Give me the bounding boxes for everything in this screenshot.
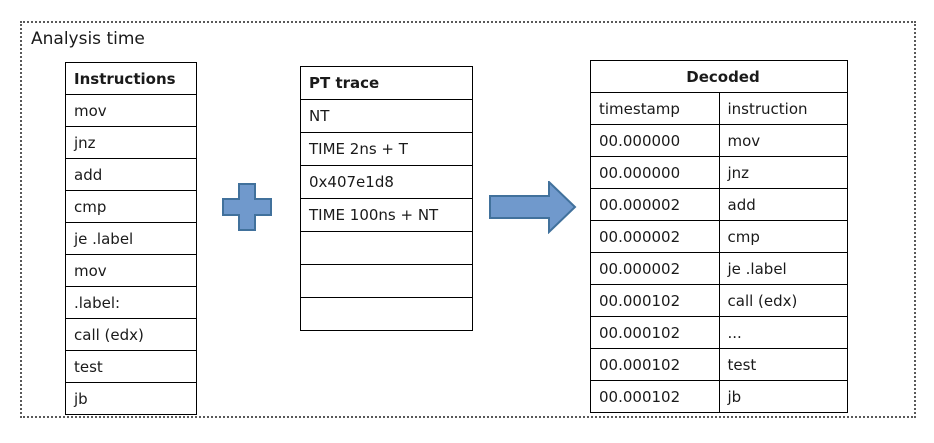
decoded-instruction-cell: test [718,348,848,381]
instruction-cell: mov [65,94,197,127]
instruction-cell: je .label [65,222,197,255]
decoded-timestamp-cell: 00.000102 [590,284,720,317]
decoded-timestamp-cell: 00.000102 [590,380,720,413]
instruction-cell: test [65,350,197,383]
plus-icon [222,183,272,235]
decoded-timestamp-cell: 00.000000 [590,156,720,189]
pt-trace-table-header: PT trace [300,66,473,100]
decoded-instruction-cell: call (edx) [718,284,848,317]
instruction-cell: add [65,158,197,191]
decoded-timestamp-cell: 00.000102 [590,348,720,381]
instructions-table-header: Instructions [65,62,197,95]
decoded-timestamp-cell: 00.000002 [590,252,720,285]
decoded-table-header: Decoded [590,60,848,93]
pt-trace-cell [300,231,473,265]
decoded-column-instruction: instruction [718,92,848,125]
instruction-cell: jb [65,382,197,415]
decoded-instruction-cell: add [718,188,848,221]
diagram-title: Analysis time [31,29,145,49]
decoded-instruction-cell: jb [718,380,848,413]
pt-trace-cell [300,297,473,331]
decoded-timestamp-cell: 00.000002 [590,188,720,221]
decoded-table: Decoded timestamp instruction 00.000000 … [590,60,848,413]
decoded-instruction-cell: je .label [718,252,848,285]
instructions-table: Instructions mov jnz add cmp je .label m… [65,62,197,415]
decoded-column-timestamp: timestamp [590,92,720,125]
instruction-cell: jnz [65,126,197,159]
instruction-cell: call (edx) [65,318,197,351]
decoded-timestamp-cell: 00.000000 [590,124,720,157]
decoded-instruction-cell: mov [718,124,848,157]
pt-trace-table: PT trace NT TIME 2ns + T 0x407e1d8 TIME … [300,66,473,331]
pt-trace-cell: TIME 100ns + NT [300,198,473,232]
decoded-timestamp-cell: 00.000002 [590,220,720,253]
pt-trace-cell: NT [300,99,473,133]
decoded-instruction-cell: ... [718,316,848,349]
instruction-cell: .label: [65,286,197,319]
pt-trace-cell [300,264,473,298]
instruction-cell: cmp [65,190,197,223]
right-arrow-icon [489,179,577,238]
decoded-instruction-cell: jnz [718,156,848,189]
decoded-instruction-cell: cmp [718,220,848,253]
pt-trace-cell: 0x407e1d8 [300,165,473,199]
decoded-timestamp-cell: 00.000102 [590,316,720,349]
instruction-cell: mov [65,254,197,287]
pt-trace-cell: TIME 2ns + T [300,132,473,166]
